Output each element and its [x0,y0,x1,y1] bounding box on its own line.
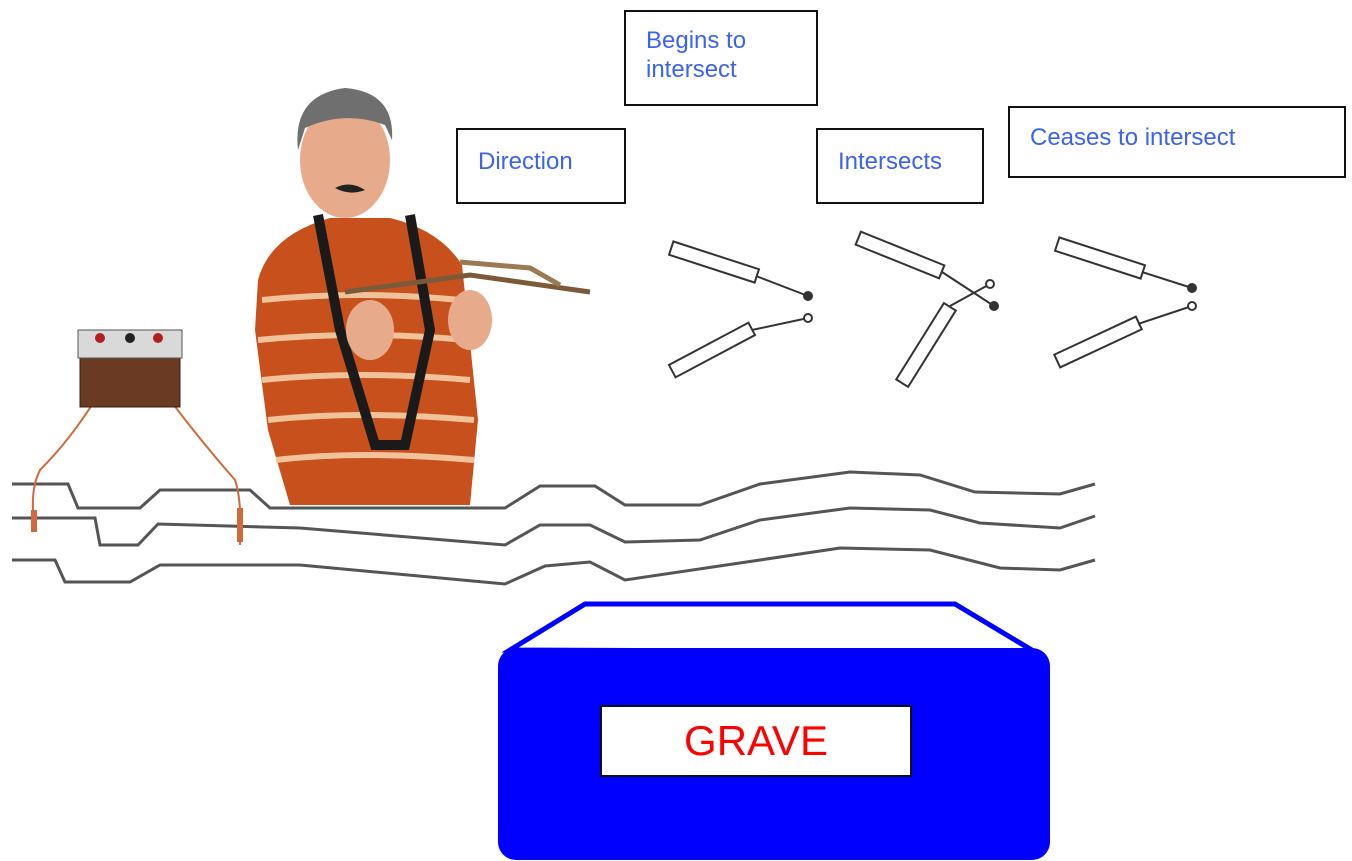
battery-terminal [95,333,105,343]
sweater [255,218,478,505]
grave-label: GRAVE [600,705,912,777]
face [300,102,390,218]
label-begins-line-1: Begins to [646,27,747,54]
strap [313,214,436,450]
ground-line-3 [12,546,1096,586]
rod-tip [751,317,809,331]
rod-ball [803,313,813,323]
rod-handle [854,230,946,280]
label-begins-line-2: intersect [646,56,737,83]
label-ceases-to-intersect: Ceases to intersect [1008,106,1346,178]
rod-handle [667,240,761,284]
rod-ball [803,291,813,301]
dowsing-rod-1 [344,272,591,295]
label-intersects: Intersects [816,128,984,204]
rod-pair-diverging-1 [667,240,813,379]
label-begins-to-intersect: Begins to intersect [624,10,818,106]
rod-handle [1053,236,1147,280]
mustache [335,184,365,193]
ground-lines [12,470,1096,586]
rod-handle [667,321,757,379]
rod-ball [1187,301,1197,311]
ground-probe [31,510,37,532]
rod-tip [949,283,991,307]
rod-ball [985,279,995,289]
dowsing-rod-2 [459,259,562,288]
rod-handle [894,301,958,389]
rod-pair-crossing [854,230,999,389]
ground-probe [237,508,243,542]
rod-ball [989,301,999,311]
rod-tip [1137,305,1193,325]
battery-top [77,329,183,359]
battery-terminal [153,333,163,343]
rod-tip [755,275,809,297]
rod-pair-diverging-2 [1052,236,1197,369]
rod-tip [941,271,995,307]
rod-handle [1052,315,1144,369]
ground-line-1 [12,470,1096,510]
battery-terminal [125,333,135,343]
ground-line-2 [12,506,1096,547]
hair [297,88,393,150]
wire [31,399,96,521]
label-direction: Direction [456,128,626,204]
battery-body [79,354,181,408]
rod-tip [1141,271,1193,289]
rod-ball [1187,283,1197,293]
dowser-figure [255,88,591,505]
hands [346,300,394,360]
battery-box [31,329,243,546]
hands [448,290,492,350]
grave-lid [501,601,1045,655]
